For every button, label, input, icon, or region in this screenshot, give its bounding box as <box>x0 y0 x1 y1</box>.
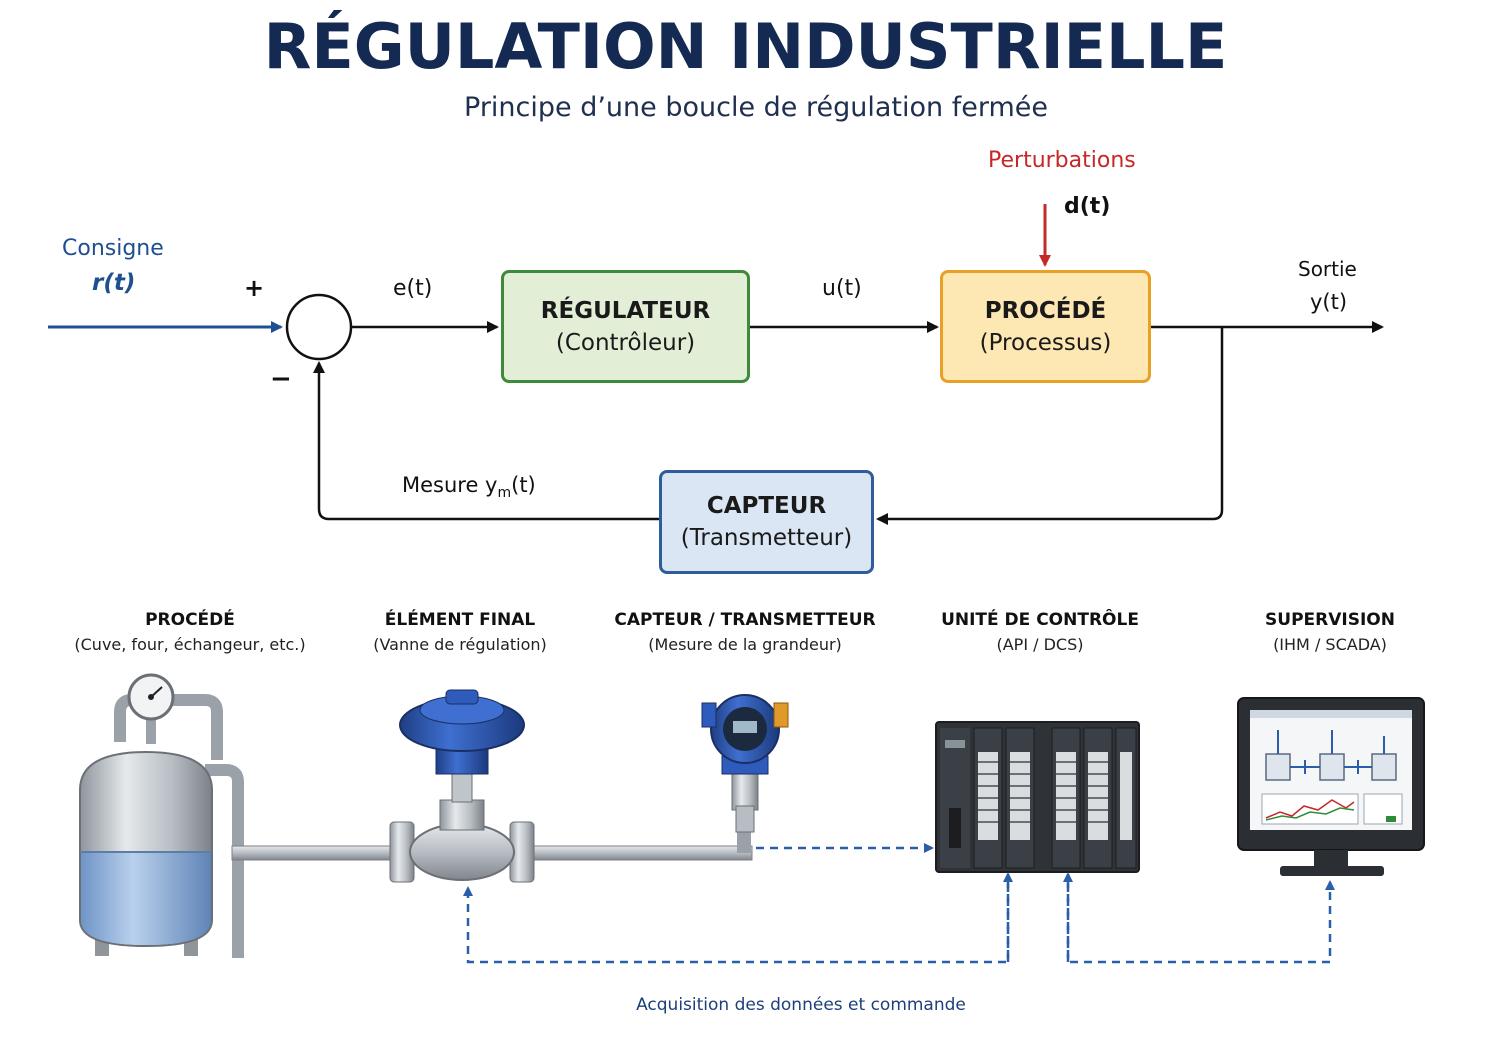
acquisition-label: Acquisition des données et commande <box>636 995 966 1015</box>
page-subtitle: Principe d’une boucle de régulation ferm… <box>464 92 1048 123</box>
process-block: PROCÉDÉ (Processus) <box>940 270 1151 383</box>
regulator-subtitle: (Contrôleur) <box>555 329 696 356</box>
setpoint-label: Consigne <box>62 236 164 261</box>
equipment-title-process: PROCÉDÉ <box>145 610 235 630</box>
regulator-block: RÉGULATEUR (Contrôleur) <box>501 270 750 383</box>
equipment-subtitle-supervision: (IHM / SCADA) <box>1273 635 1387 654</box>
measure-label: Mesure ym(t) <box>402 473 536 501</box>
plc-to-valve-link <box>463 880 1010 964</box>
process-subtitle: (Processus) <box>979 329 1112 356</box>
equipment-subtitle-final-element: (Vanne de régulation) <box>373 635 547 654</box>
sensor-title: CAPTEUR <box>706 493 827 519</box>
feedback-line-left <box>313 361 659 521</box>
equipment-title-control-unit: UNITÉ DE CONTRÔLE <box>941 610 1139 630</box>
equipment-title-supervision: SUPERVISION <box>1265 610 1395 630</box>
sensor-subtitle: (Transmetteur) <box>680 525 853 551</box>
scada-monitor-illustration <box>1237 697 1425 876</box>
process-title: PROCÉDÉ <box>984 297 1107 324</box>
control-valve-illustration <box>389 689 535 883</box>
measure-suffix: (t) <box>511 473 536 497</box>
regulator-title: RÉGULATEUR <box>540 297 711 324</box>
equipment-subtitle-transmitter: (Mesure de la grandeur) <box>648 635 842 654</box>
plc-illustration <box>935 721 1140 873</box>
feedback-line-right <box>876 327 1224 525</box>
disturbance-label: Perturbations <box>988 148 1136 173</box>
tank-illustration <box>79 673 244 958</box>
transmitter-illustration <box>701 694 789 833</box>
disturbance-signal: d(t) <box>1064 194 1111 219</box>
command-signal-label: u(t) <box>822 276 862 301</box>
setpoint-signal: r(t) <box>92 270 136 296</box>
output-label: Sortie <box>1298 257 1357 281</box>
measure-label-text: Mesure y <box>402 473 498 497</box>
page-title: RÉGULATION INDUSTRIELLE <box>263 10 1228 83</box>
measure-subscript: m <box>497 485 512 502</box>
sensor-block: CAPTEUR (Transmetteur) <box>659 470 874 574</box>
error-signal-label: e(t) <box>393 276 433 301</box>
output-signal: y(t) <box>1310 290 1348 314</box>
equipment-title-final-element: ÉLÉMENT FINAL <box>384 610 536 630</box>
summing-junction <box>285 293 353 361</box>
equipment-title-transmitter: CAPTEUR / TRANSMETTEUR <box>614 610 876 630</box>
equipment-subtitle-control-unit: (API / DCS) <box>996 635 1084 654</box>
plc-to-supervision-link <box>1066 880 1335 964</box>
plus-sign: + <box>244 274 265 302</box>
equipment-subtitle-process: (Cuve, four, échangeur, etc.) <box>74 635 306 654</box>
minus-sign: − <box>270 364 292 394</box>
